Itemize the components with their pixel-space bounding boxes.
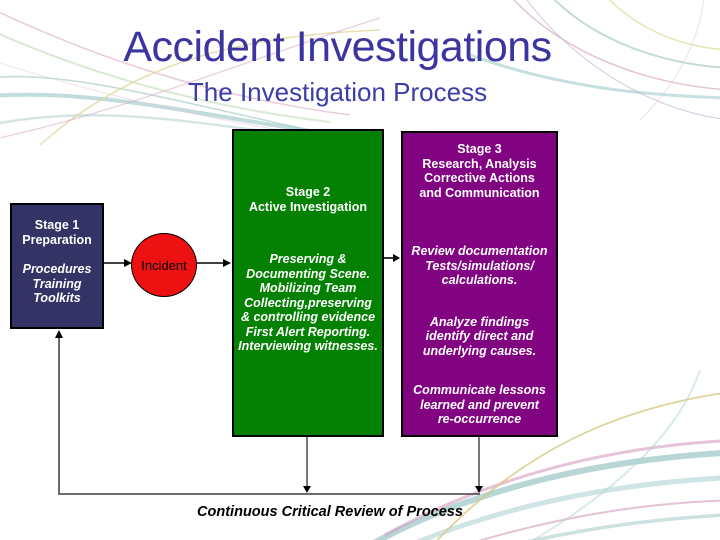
text-line: Mobilizing Team — [259, 281, 357, 295]
text-line: Research, Analysis — [422, 156, 537, 171]
text-line: Collecting,preserving — [244, 295, 372, 310]
text-line: Active Investigation — [248, 199, 368, 214]
text-line: Analyze findings — [429, 314, 530, 329]
arrow-stage2-to-stage3 — [384, 254, 400, 262]
arrow-stage3-to-review-line — [475, 437, 483, 493]
incident-label: Incident — [141, 257, 187, 273]
text-line: Tests/simulations/ — [425, 258, 534, 273]
text-line: Training — [32, 276, 82, 291]
text-line: Communicate lessons — [413, 383, 546, 397]
continuous-review-label: Continuous Critical Review of Process — [197, 504, 463, 520]
arrow-stage2-to-review-line — [303, 437, 311, 493]
page-title: Accident Investigations — [123, 23, 552, 71]
text-line: Interviewing witnesses. — [238, 339, 378, 353]
title-block: Accident Investigations The Investigatio… — [0, 0, 675, 108]
text-line: First Alert Reporting. — [245, 324, 371, 339]
text-line: Stage 3 — [457, 142, 502, 156]
text-line: underlying causes. — [422, 343, 537, 358]
text-line: Documenting Scene. — [246, 266, 370, 281]
text-line: Corrective Actions — [424, 171, 535, 185]
footer-block: Continuous Critical Review of Process — [0, 503, 660, 521]
text-line: Preserving & — [269, 252, 347, 266]
text-line: identify direct and — [425, 329, 534, 343]
text-line: Review documentation — [411, 244, 548, 258]
arrow-incident-to-stage2 — [197, 259, 231, 267]
text-line: Procedures — [22, 262, 92, 276]
text-line: learned and prevent — [420, 397, 539, 412]
page-subtitle: The Investigation Process — [187, 77, 488, 108]
text-line: Preparation — [22, 232, 92, 247]
stage2-body: Preserving &Documenting Scene.Mobilizing… — [234, 252, 382, 354]
text-line: and Communication — [419, 185, 540, 200]
text-line: calculations. — [441, 273, 518, 287]
text-line: Stage 1 — [34, 218, 80, 232]
arrow-stage1-to-incident — [104, 259, 132, 267]
incident-ellipse: Incident — [131, 233, 197, 297]
text-line: & controlling evidence — [240, 310, 376, 324]
text-line: Stage 2 — [285, 185, 331, 199]
text-line: re-occurrence — [437, 412, 522, 426]
text-line: Toolkits — [33, 291, 81, 305]
